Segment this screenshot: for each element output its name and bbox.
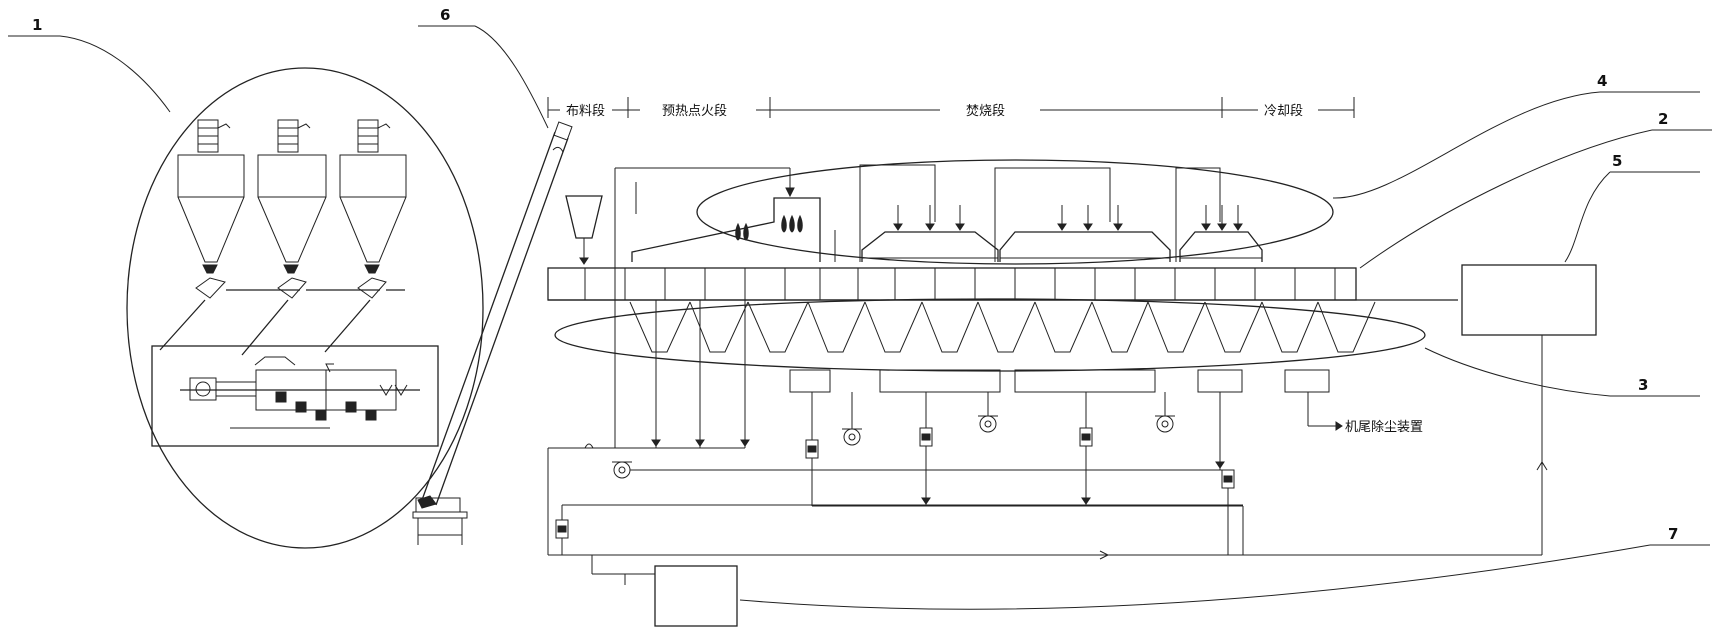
valve-2 xyxy=(805,439,819,459)
ignition-hood xyxy=(614,167,836,262)
callout-4: 4 xyxy=(1332,72,1700,199)
callout-5: 5 xyxy=(1564,152,1700,263)
fan-4 xyxy=(1155,415,1175,433)
piping xyxy=(547,262,1548,585)
fan-3 xyxy=(978,415,998,433)
wind-boxes xyxy=(554,298,1426,393)
mixer-unit xyxy=(151,345,439,447)
callout-2-label: 2 xyxy=(1658,110,1668,128)
feed-hopper xyxy=(565,195,603,265)
callout-2: 2 xyxy=(1359,110,1712,269)
fans xyxy=(612,415,1175,479)
tail-dust-removal: 机尾除尘装置 xyxy=(1307,392,1423,435)
section-incineration-label: 焚烧段 xyxy=(966,104,1005,119)
tail-unit-box xyxy=(1461,264,1597,336)
callout-6-label: 6 xyxy=(440,6,450,24)
valve-5 xyxy=(1221,469,1235,489)
callout-5-label: 5 xyxy=(1612,152,1622,170)
section-headers: 布料段 预热点火段 焚烧段 冷却段 xyxy=(547,97,1355,119)
valve-4 xyxy=(1079,427,1093,447)
section-preheat-label: 预热点火段 xyxy=(662,104,727,119)
callout-3: 3 xyxy=(1424,347,1700,397)
section-cooling-label: 冷却段 xyxy=(1264,104,1303,119)
hood-inlet-arrows xyxy=(893,205,1243,231)
combustion-hoods xyxy=(696,159,1334,265)
callout-3-label: 3 xyxy=(1638,376,1648,394)
silo-1 xyxy=(159,119,300,351)
tail-dust-removal-label: 机尾除尘装置 xyxy=(1345,420,1423,435)
sinter-strand xyxy=(547,267,1458,301)
fan-1 xyxy=(612,461,632,479)
inclined-elevator xyxy=(412,121,573,545)
callout-7: 7 xyxy=(739,525,1710,610)
callout-6: 6 xyxy=(418,6,549,129)
fan-2 xyxy=(842,428,862,446)
valve-3 xyxy=(919,427,933,447)
valve-1 xyxy=(555,519,569,539)
callout-1: 1 xyxy=(8,16,171,113)
valves xyxy=(555,427,1235,539)
callout-4-label: 4 xyxy=(1597,72,1607,90)
raw-material-silo-group xyxy=(126,67,484,549)
silo-3 xyxy=(324,119,407,353)
section-feeding-label: 布料段 xyxy=(566,104,605,119)
callout-7-label: 7 xyxy=(1668,525,1678,543)
unit-7-box xyxy=(654,565,738,627)
callout-1-label: 1 xyxy=(32,16,42,34)
